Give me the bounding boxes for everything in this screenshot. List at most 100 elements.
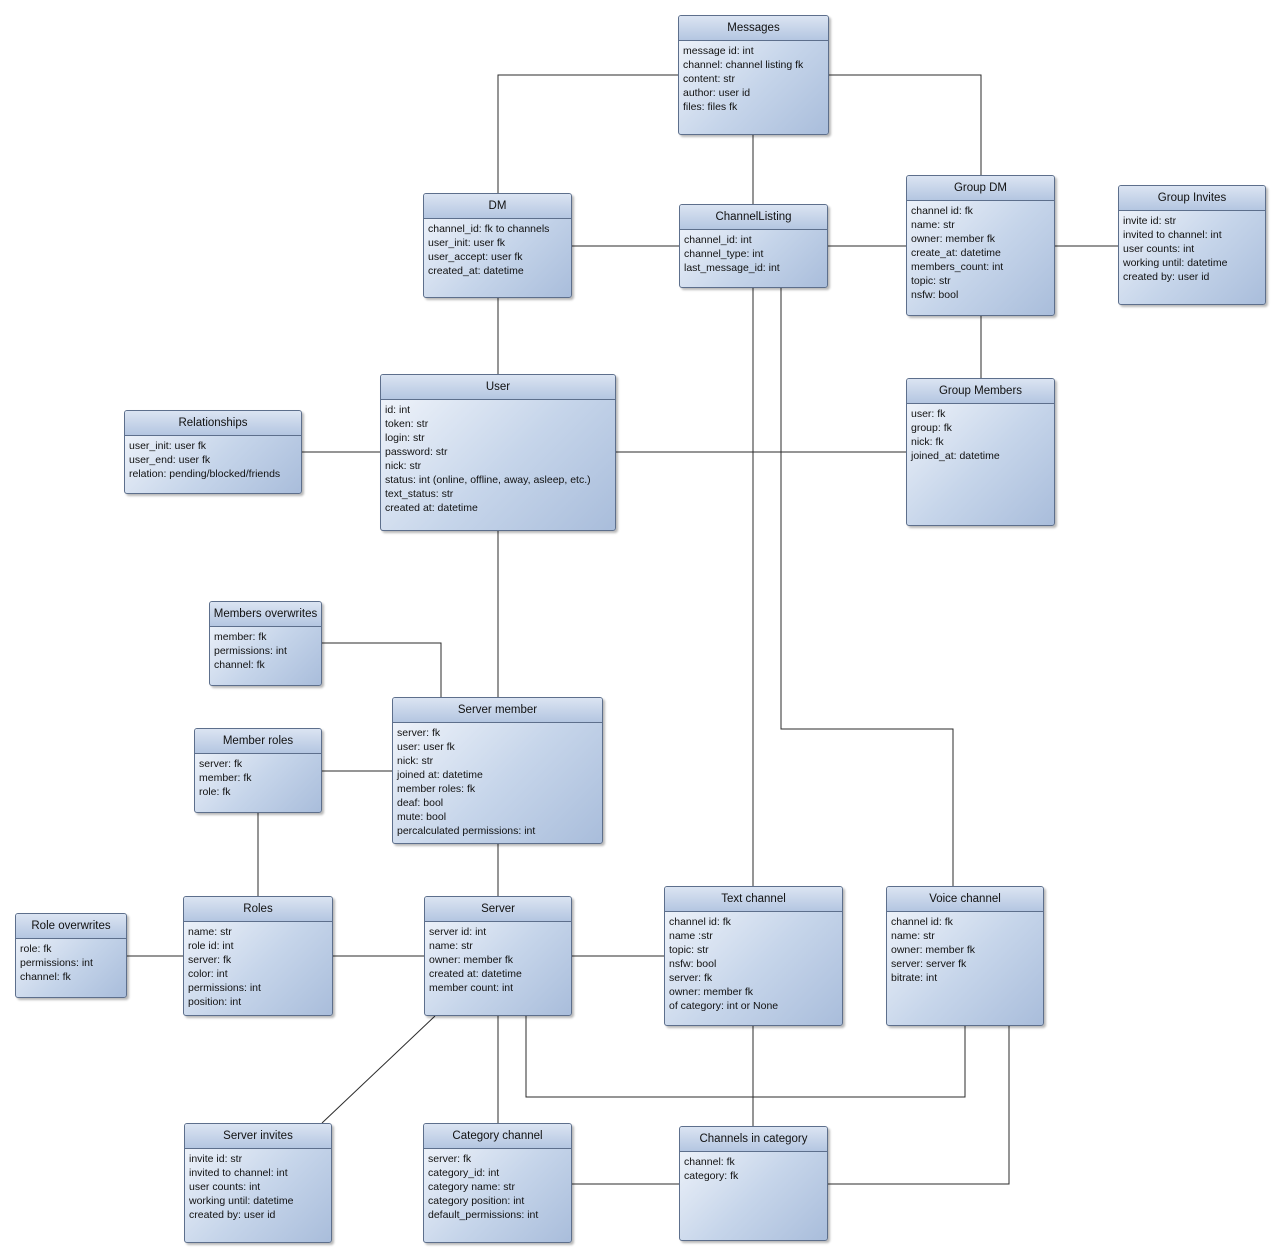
entity-field: files: files fk xyxy=(683,101,738,113)
entity-fields: channel_id: fk to channels user_init: use… xyxy=(424,219,571,278)
entity-field: name: str xyxy=(429,940,473,952)
entity-field: deaf: bool xyxy=(397,797,444,809)
entity-messages[interactable]: Messages message id: int channel: channel … xyxy=(678,15,829,135)
entity-field: channel: channel listing fk xyxy=(683,59,804,71)
entity-field: topic: str xyxy=(669,944,709,956)
entity-field: nsfw: bool xyxy=(669,958,717,970)
entity-members-overwrites[interactable]: Members overwrites member: fk permissions:… xyxy=(209,601,322,686)
entity-field: server: server fk xyxy=(891,958,967,970)
entity-title: ChannelListing xyxy=(680,205,827,230)
edge-voicechannel-channelsincategory xyxy=(828,1026,1010,1185)
entity-field: topic: str xyxy=(911,275,951,287)
edge-server-serverinvites xyxy=(321,1015,436,1124)
entity-title: Messages xyxy=(679,16,828,41)
entity-field: user_init: user fk xyxy=(428,237,506,249)
entity-field: invite id: str xyxy=(189,1153,243,1165)
entity-field: member: fk xyxy=(199,772,252,784)
entity-title: Members overwrites xyxy=(210,602,321,627)
entity-field: name: str xyxy=(911,219,955,231)
entity-field: created by: user id xyxy=(189,1209,276,1221)
entity-title: Group Invites xyxy=(1119,186,1265,211)
entity-field: name: str xyxy=(188,926,232,938)
entity-field: message id: int xyxy=(683,45,754,57)
entity-title: Server xyxy=(425,897,571,922)
entity-field: channel_id: fk to channels xyxy=(428,223,550,235)
entity-field: invited to channel: int xyxy=(1123,229,1222,241)
entity-field: name: str xyxy=(891,930,935,942)
entity-field: color: int xyxy=(188,968,228,980)
entity-field: user counts: int xyxy=(1123,243,1195,255)
entity-field: status: int (online, offline, away, asle… xyxy=(385,474,591,486)
entity-field: mute: bool xyxy=(397,811,447,823)
entity-field: relation: pending/blocked/friends xyxy=(129,468,281,480)
entity-field: working until: datetime xyxy=(189,1195,294,1207)
entity-title: Role overwrites xyxy=(16,914,126,939)
entity-field: member: fk xyxy=(214,631,267,643)
entity-field: server: fk xyxy=(669,972,713,984)
entity-field: channel id: fk xyxy=(891,916,953,928)
entity-field: permissions: int xyxy=(20,957,93,969)
entity-field: members_count: int xyxy=(911,261,1004,273)
entity-field: channel_id: int xyxy=(684,234,752,246)
entity-field: token: str xyxy=(385,418,429,430)
entity-field: user counts: int xyxy=(189,1181,261,1193)
entity-field: category: fk xyxy=(684,1170,739,1182)
entity-field: created by: user id xyxy=(1123,271,1210,283)
entity-field: permissions: int xyxy=(214,645,287,657)
entity-field: channel: fk xyxy=(684,1156,735,1168)
entity-field: id: int xyxy=(385,404,411,416)
entity-field: server: fk xyxy=(397,727,441,739)
entity-field: default_permissions: int xyxy=(428,1209,539,1221)
entity-title: Roles xyxy=(184,897,332,922)
entity-field: nick: str xyxy=(385,460,422,472)
entity-field: role: fk xyxy=(20,943,52,955)
entity-field: nick: fk xyxy=(911,436,944,448)
entity-field: category position: int xyxy=(428,1195,525,1207)
entity-title: Category channel xyxy=(424,1124,571,1149)
entity-field: role: fk xyxy=(199,786,231,798)
entity-field: group: fk xyxy=(911,422,952,434)
entity-field: server id: int xyxy=(429,926,487,938)
entity-field: nsfw: bool xyxy=(911,289,959,301)
entity-field: working until: datetime xyxy=(1123,257,1228,269)
entity-field: member roles: fk xyxy=(397,783,476,795)
entity-field: of category: int or None xyxy=(669,1000,779,1012)
edge-channellisting-voicechannel xyxy=(780,288,954,886)
entity-field: user: fk xyxy=(911,408,946,420)
entity-field: role id: int xyxy=(188,940,234,952)
edge-messages-dm xyxy=(497,74,678,193)
entity-title: Voice channel xyxy=(887,887,1043,912)
entity-title: Group Members xyxy=(907,379,1054,404)
entity-field: user_init: user fk xyxy=(129,440,207,452)
entity-channellisting[interactable]: ChannelListing channel_id: int channel_typ… xyxy=(679,204,828,288)
entity-field: channel_type: int xyxy=(684,248,764,260)
entity-title: Relationships xyxy=(125,411,301,436)
edge-messages-groupdm xyxy=(828,74,982,175)
